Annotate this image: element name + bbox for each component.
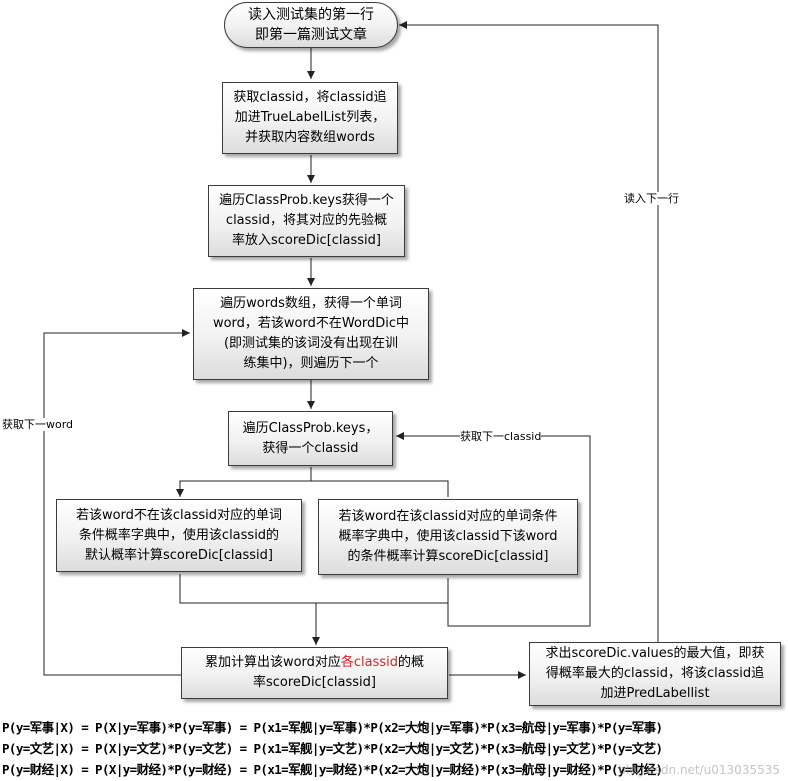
get-classid-text: 获取classid，将classid追 加进TrueLabelList列表， 并… [233,90,387,145]
not-in-dict-node: 若该word不在该classid对应的单词 条件概率字典中，使用该classid… [56,499,302,572]
start-node: 读入测试集的第一行 即第一篇测试文章 [224,2,398,48]
not-in-dict-text: 若该word不在该classid对应的单词 条件概率字典中，使用该classid… [75,507,283,563]
iter-words-node: 遍历words数组，获得一个单词 word，若该word不在WordDic中 (… [193,288,429,380]
edge-loop-next-line [399,21,659,642]
iter-classprob-text: 遍历ClassProb.keys获得一个 classid，将其对应的先验概 率放… [219,193,394,248]
iter-classprob2-text: 遍历ClassProb.keys， 获得一个classid [242,420,379,456]
edge-loop-next-word [43,329,190,676]
edge-label-next-classid: 获取下一classid [460,430,542,443]
in-dict-node: 若该word在该classid对应的单词条件 概率字典中，使用该classid下… [318,499,578,575]
accumulate-node: 累加计算出该word对应各classid的概 率scoreDic[classid… [181,647,448,699]
in-dict-text: 若该word在该classid对应的单词条件 概率字典中，使用该classid下… [338,509,558,564]
iter-words-text: 遍历words数组，获得一个单词 word，若该word不在WordDic中 (… [212,296,410,371]
get-classid-node: 获取classid，将classid追 加进TrueLabelList列表， 并… [222,82,398,154]
edge-branch-split [176,467,312,497]
edge-label-next-word: 获取下一word [2,418,74,431]
accumulate-text-highlight: 各classid [340,655,399,670]
edge-branch-right [311,480,449,497]
formula-military: P(y=军事|X) = P(X|y=军事)*P(y=军事) = P(x1=军舰|… [2,720,663,735]
accumulate-text-post: 的概 率scoreDic[classid] [253,655,425,690]
max-value-text: 求出scoreDic.values的最大值，即获 得概率最大的classid，将… [545,646,765,701]
formula-arts: P(y=文艺|X) = P(X|y=文艺)*P(y=文艺) = P(x1=军舰|… [2,741,663,756]
iter-classprob2-node: 遍历ClassProb.keys， 获得一个classid [228,411,393,466]
max-value-node: 求出scoreDic.values的最大值，即获 得概率最大的classid，将… [529,642,781,706]
formula-finance: P(y=财经|X) = P(X|y=财经)*P(y=财经) = P(x1=军舰|… [2,762,663,777]
edge-merge-left [179,574,449,604]
accumulate-text: 累加计算出该word对应各classid的概 率scoreDic[classid… [205,653,424,693]
edge-label-next-line: 读入下一行 [624,192,679,205]
start-node-text: 读入测试集的第一行 即第一篇测试文章 [248,7,374,43]
accumulate-text-pre: 累加计算出该word对应 [204,655,341,670]
watermark: blog.csdn.net/u013035535 [618,763,780,777]
iter-classprob-node: 遍历ClassProb.keys获得一个 classid，将其对应的先验概 率放… [208,185,405,257]
